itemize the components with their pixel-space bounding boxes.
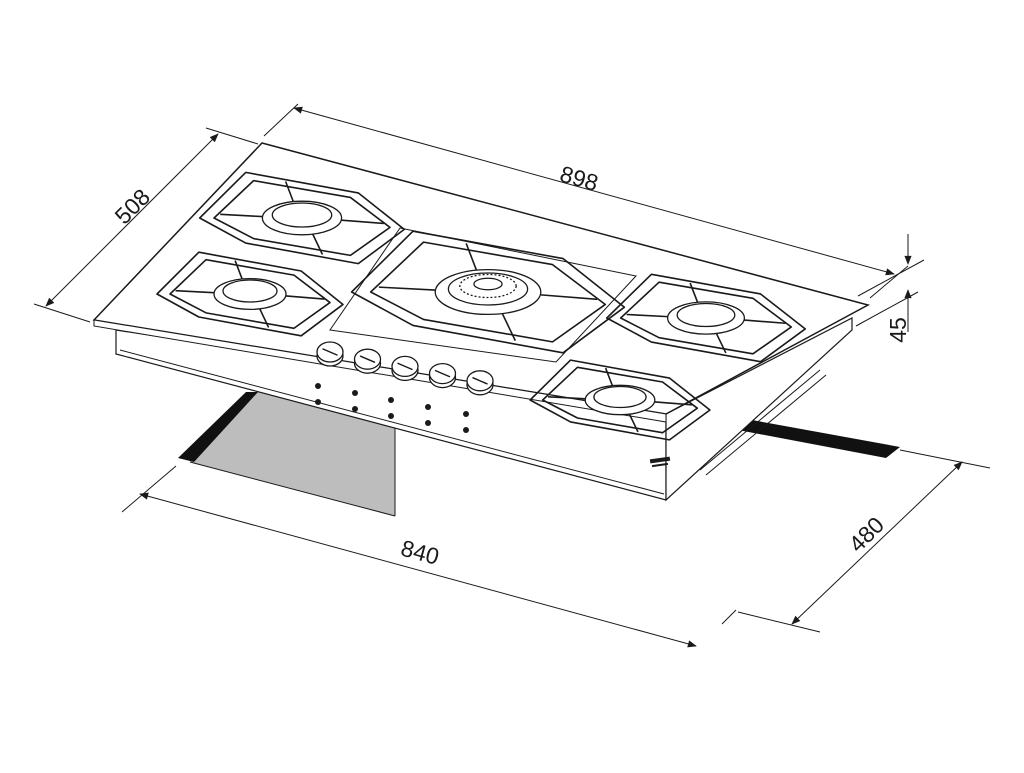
ext-line-width-left	[263, 103, 299, 137]
ext-line-depth-back	[205, 127, 259, 145]
dim-label-cutout-depth: 480	[844, 512, 890, 558]
grate-finger	[604, 367, 614, 388]
dim-line-cutout-width	[139, 492, 697, 648]
grate-finger	[627, 412, 639, 433]
ext-line-cutout-right	[721, 609, 737, 625]
cutout-shaded-face	[190, 392, 395, 516]
pan-support-grate	[529, 359, 711, 441]
burner-cap	[676, 302, 736, 328]
dimension-cutout-depth: 480	[737, 449, 991, 633]
grate-finger	[220, 213, 263, 218]
burner-rear-right	[605, 273, 807, 363]
ext-line-height-top	[857, 259, 925, 297]
hob-side-detail	[699, 369, 827, 476]
dim-label-cutout-width: 840	[398, 535, 442, 570]
cutout-back-edge-left	[178, 392, 258, 462]
grate-finger	[626, 313, 668, 318]
front-screws	[315, 383, 469, 433]
burner-center-wok	[350, 230, 626, 354]
ext-line-cutout-left	[121, 465, 177, 513]
burner-cap	[271, 202, 333, 228]
burner-cap	[593, 385, 647, 409]
ext-line-width-right	[869, 265, 909, 299]
grate-finger	[258, 306, 270, 328]
grate-finger	[744, 319, 786, 325]
grate-finger	[234, 260, 244, 282]
dimension-height: 45	[855, 234, 925, 343]
control-knob[interactable]	[353, 348, 382, 374]
cutout-back-edge-right	[738, 420, 900, 458]
ext-line-depth-front	[33, 303, 91, 323]
hob-body	[115, 317, 853, 502]
dim-line-cutout-depth	[791, 461, 963, 625]
hob-side-face	[665, 317, 853, 502]
dim-line-width-top	[293, 106, 895, 276]
grate-finger	[378, 286, 436, 291]
control-knob[interactable]	[466, 370, 494, 396]
dim-label-depth-top: 508	[110, 184, 156, 230]
grate-inner-rim	[619, 281, 793, 355]
control-knobs	[316, 341, 494, 396]
grate-finger	[714, 331, 727, 354]
hob-bottom-line	[119, 349, 665, 495]
dim-label-height: 45	[885, 317, 911, 343]
ext-line-cutout-front	[737, 611, 821, 633]
dim-label-width-top: 898	[557, 161, 601, 197]
ext-line-cutout-back	[899, 449, 991, 469]
burner-front-right	[529, 359, 711, 441]
dim-line-depth-top	[45, 133, 219, 307]
grate-finger	[540, 294, 598, 301]
grate-finger	[689, 282, 700, 305]
control-knob[interactable]	[316, 341, 344, 367]
grate-finger	[654, 401, 692, 406]
grate-finger	[285, 295, 325, 300]
brand-logo	[649, 456, 671, 468]
burner-cap	[222, 279, 278, 303]
grate-finger	[284, 181, 295, 204]
control-knob[interactable]	[391, 355, 419, 382]
grate-finger	[548, 396, 586, 400]
control-knob[interactable]	[428, 362, 457, 389]
grate-finger	[500, 310, 517, 341]
grate-inner-rim	[541, 366, 699, 434]
wok-inner-cap	[473, 277, 503, 291]
